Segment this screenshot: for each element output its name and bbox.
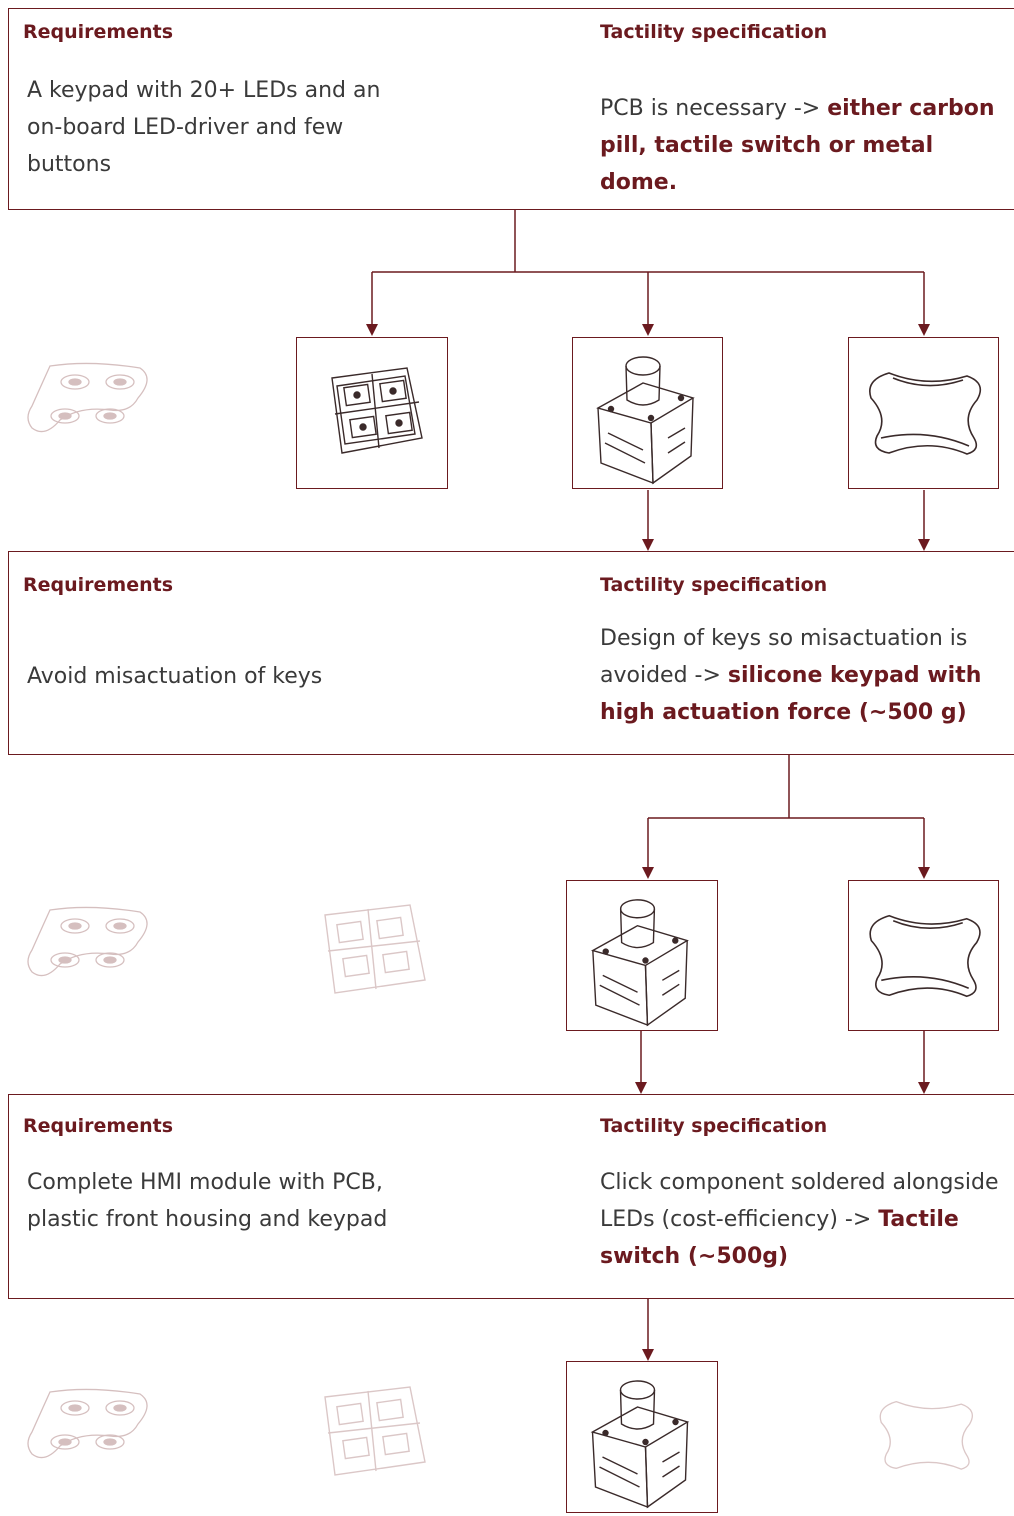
requirement-text: Avoid misactuation of keys (27, 664, 323, 689)
carbon-pill-card (296, 337, 448, 489)
metal-dome-card (848, 337, 999, 489)
tactile-switch-sketch (590, 1380, 690, 1509)
stage-2-box: Requirements Tactility specification Avo… (8, 551, 1014, 755)
requirements-heading: Requirements (23, 21, 174, 43)
requirement-text: A keypad with 20+ LEDs and an on-board L… (27, 78, 381, 177)
silicone-keypad-sketch (27, 362, 148, 433)
spec-text: Design of keys so misactuation is avoide… (600, 620, 1014, 731)
metal-dome-sketch (869, 372, 982, 455)
silicone-keypad-sketch (27, 1388, 148, 1459)
stage-3-box: Requirements Tactility specification Com… (8, 1094, 1014, 1299)
spec-text: Click component soldered alongside LEDs … (600, 1164, 1014, 1275)
requirement-text: Complete HMI module with PCB, plastic fr… (27, 1170, 388, 1232)
stage-1-box: Requirements Tactility specification A k… (8, 8, 1014, 210)
spec-heading: Tactility specification (600, 21, 828, 43)
spec-plain: PCB is necessary -> (600, 96, 828, 121)
metal-dome-sketch (869, 914, 981, 998)
carbon-pill-sketch (324, 1386, 426, 1476)
spec-emphasis: silicone keypad with high actuation forc… (600, 663, 982, 725)
requirements-heading: Requirements (23, 1115, 174, 1137)
tactile-switch-card (566, 880, 718, 1031)
spec-emphasis: either carbon pill, tactile switch or me… (600, 96, 995, 195)
silicone-keypad-sketch (27, 906, 148, 977)
tactile-switch-sketch (596, 356, 695, 485)
tactile-switch-sketch (591, 899, 689, 1027)
requirements-heading: Requirements (23, 574, 174, 596)
spec-heading: Tactility specification (600, 1115, 828, 1137)
tactile-switch-card (566, 1361, 718, 1513)
spec-text: PCB is necessary -> either carbon pill, … (600, 90, 1010, 201)
spec-heading: Tactility specification (600, 574, 828, 596)
carbon-pill-sketch (324, 904, 426, 994)
carbon-pill-sketch (331, 367, 423, 454)
tactile-switch-card (572, 337, 723, 489)
spec-plain: Design of keys so misactuation is avoide… (600, 626, 968, 688)
spec-emphasis: Tactile switch (~500g) (600, 1207, 959, 1269)
metal-dome-card (848, 880, 999, 1031)
metal-dome-sketch (879, 1400, 973, 1470)
spec-plain: Click component soldered alongside LEDs … (600, 1170, 999, 1232)
